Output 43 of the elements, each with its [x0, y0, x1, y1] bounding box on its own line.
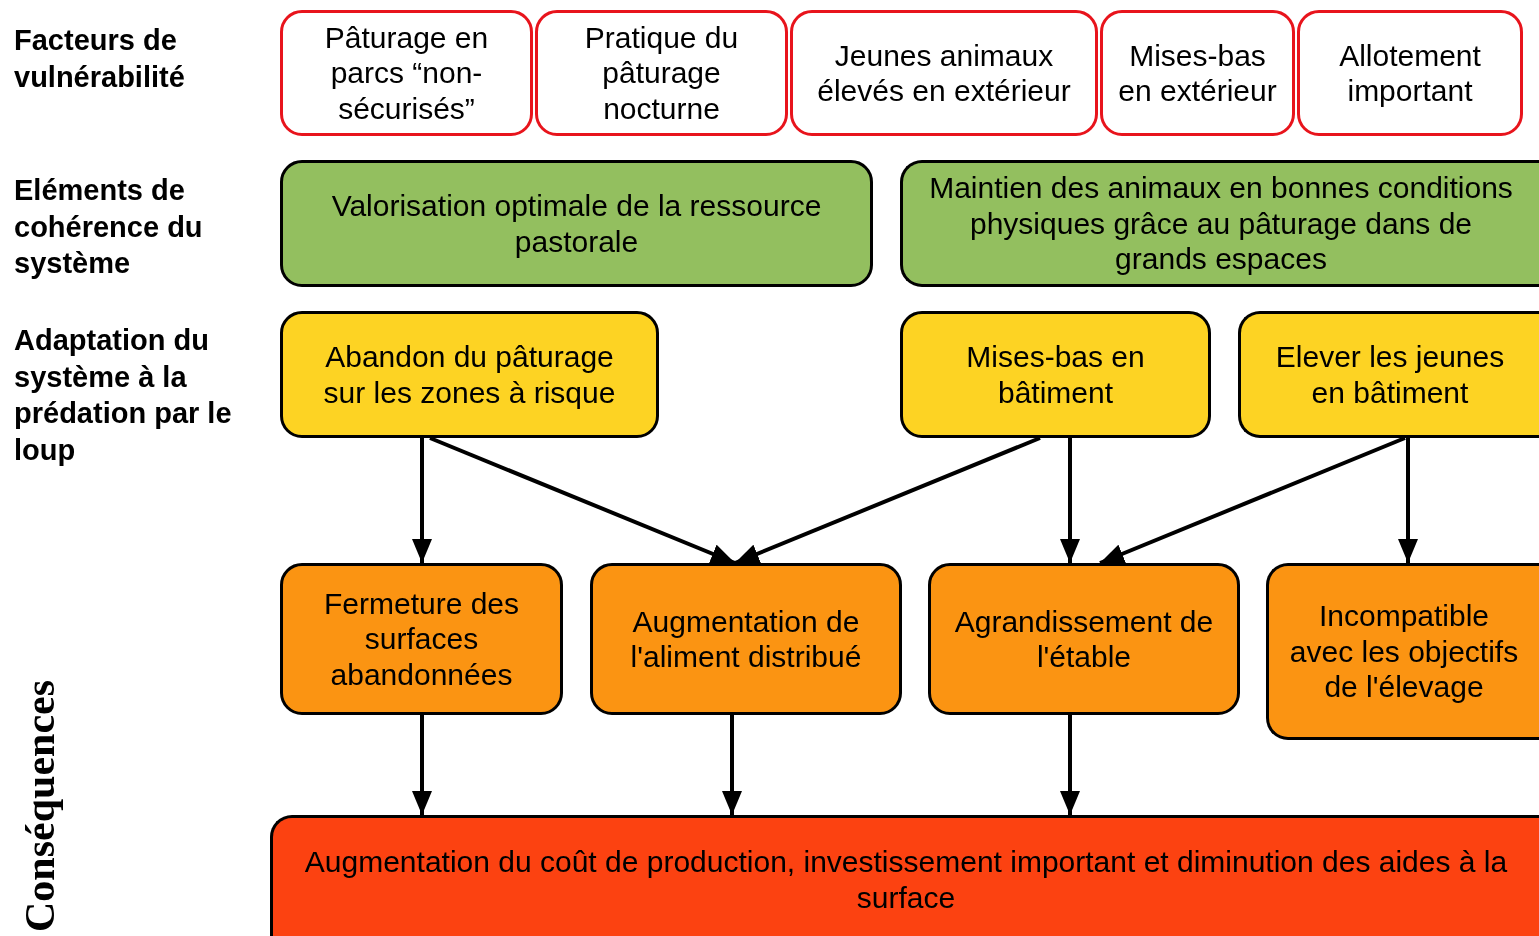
arrow [429, 436, 736, 565]
row-label: Facteurs de vulnérabilité [14, 23, 186, 95]
node-text: Incompatible avec les objectifs de l'élevage [1289, 598, 1519, 705]
coherence-box [900, 160, 1539, 287]
arrow [1060, 715, 1080, 815]
consequence-box [590, 563, 902, 715]
node-text: Maintien des animaux en bonnes conditions physiques grâce au pâturage dans de grands espaces [928, 170, 1514, 277]
row-label: Adaptation du système à la prédation par le loup [14, 323, 233, 468]
adaptation-box [280, 311, 659, 438]
factor-box [790, 10, 1098, 136]
node-text: Augmentation de l'aliment distribué [629, 603, 863, 675]
factor-box [1297, 10, 1523, 136]
node-text: Fermeture des surfaces abandonnées [322, 585, 521, 693]
adaptation-box [1238, 311, 1539, 438]
node-text: Pâturage en parcs “non-sécurisés” [323, 19, 490, 127]
node-text: Abandon du pâturage sur les zones à risque [322, 339, 617, 410]
arrow [412, 438, 432, 563]
node-text: Mises-bas en extérieur [1117, 37, 1278, 109]
node-text: Pratique du pâturage nocturne [583, 19, 740, 127]
arrow [1099, 436, 1406, 565]
arrow [722, 715, 742, 815]
node-text: Agrandissement de l'étable [953, 603, 1215, 675]
node-text: Augmentation du coût de production, investissement important et diminution des aides à la surface [303, 844, 1509, 915]
node-text: Elever les jeunes en bâtiment [1274, 339, 1506, 410]
adaptation-box [900, 311, 1211, 438]
factor-box [280, 10, 533, 136]
factor-box [535, 10, 788, 136]
consequence-box [280, 563, 563, 715]
node-text: Mises-bas en bâtiment [965, 339, 1146, 410]
arrow [734, 436, 1041, 565]
row-label: Conséquences [16, 679, 64, 932]
arrow [1398, 438, 1418, 563]
outcome-box [270, 815, 1539, 936]
factor-box [1100, 10, 1295, 136]
coherence-box [280, 160, 873, 287]
consequence-box [928, 563, 1240, 715]
node-text: Jeunes animaux élevés en extérieur [816, 37, 1072, 109]
node-text: Valorisation optimale de la ressource pastorale [330, 188, 823, 259]
arrow [412, 715, 432, 815]
row-label: Eléments de cohérence du système [14, 173, 204, 281]
node-text: Allotement important [1338, 37, 1482, 109]
consequence-box [1266, 563, 1539, 740]
arrow [1060, 438, 1080, 563]
